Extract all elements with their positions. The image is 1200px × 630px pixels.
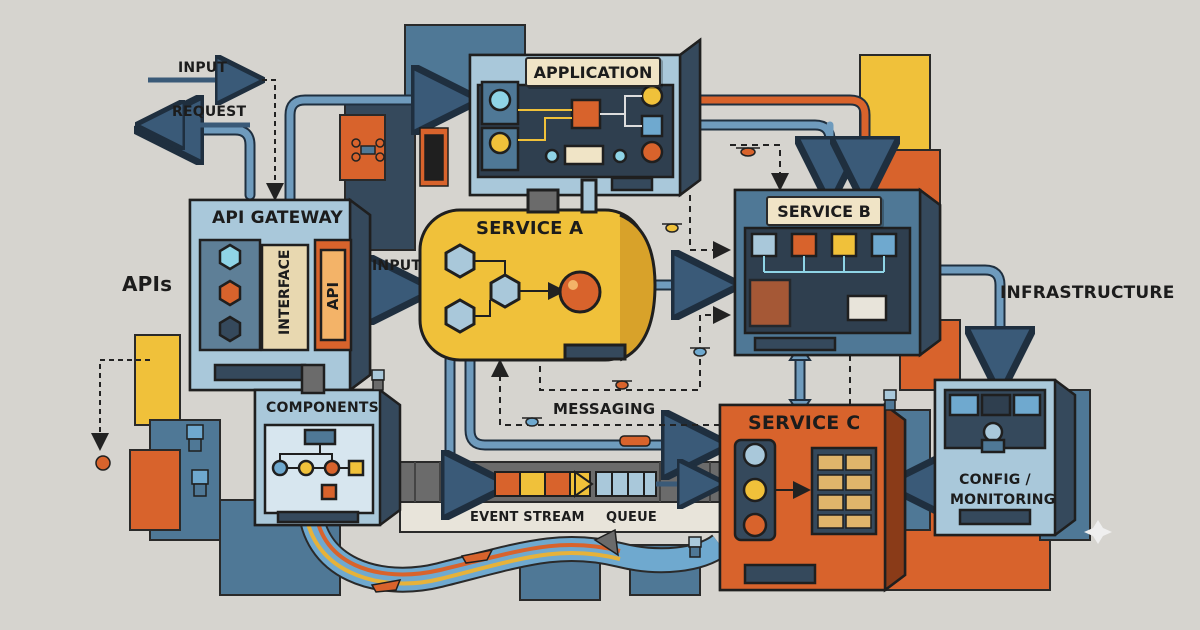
misc-details [95, 127, 1112, 593]
api-gateway-box [188, 197, 372, 393]
queue-label: QUEUE [606, 510, 657, 525]
components-box [253, 363, 402, 527]
config-monitoring-box [933, 378, 1077, 537]
interface-label: INTERFACE [277, 249, 293, 335]
components-title: COMPONENTS [266, 400, 379, 416]
service-c-box [718, 402, 907, 593]
data-flow-stream [297, 499, 728, 593]
service-a-title: SERVICE A [476, 218, 584, 239]
input-request-arrows [91, 80, 284, 451]
pipes [155, 100, 1000, 485]
service-b-title: SERVICE B [766, 196, 882, 226]
event-stream-blocks [494, 472, 712, 496]
config-monitoring-label: CONFIG / MONITORING [950, 472, 1056, 508]
event-stream-label: EVENT STREAM [470, 510, 585, 525]
input-label-top: INPUT [178, 60, 228, 76]
infrastructure-label: INFRASTRUCTURE [1000, 283, 1175, 303]
robot-icons [186, 369, 897, 558]
request-label: REQUEST [172, 104, 247, 120]
application-title: APPLICATION [525, 57, 661, 87]
drone-icons [351, 138, 760, 427]
input-label-mid: INPUT [372, 258, 422, 274]
apis-label: APIs [122, 272, 173, 296]
api-gateway-title: API GATEWAY [212, 208, 343, 228]
service-b-box [733, 187, 942, 358]
api-label: API [324, 281, 342, 311]
service-a-box [418, 178, 657, 362]
service-c-title: SERVICE C [748, 412, 861, 434]
messaging-label: MESSAGING [553, 400, 656, 418]
